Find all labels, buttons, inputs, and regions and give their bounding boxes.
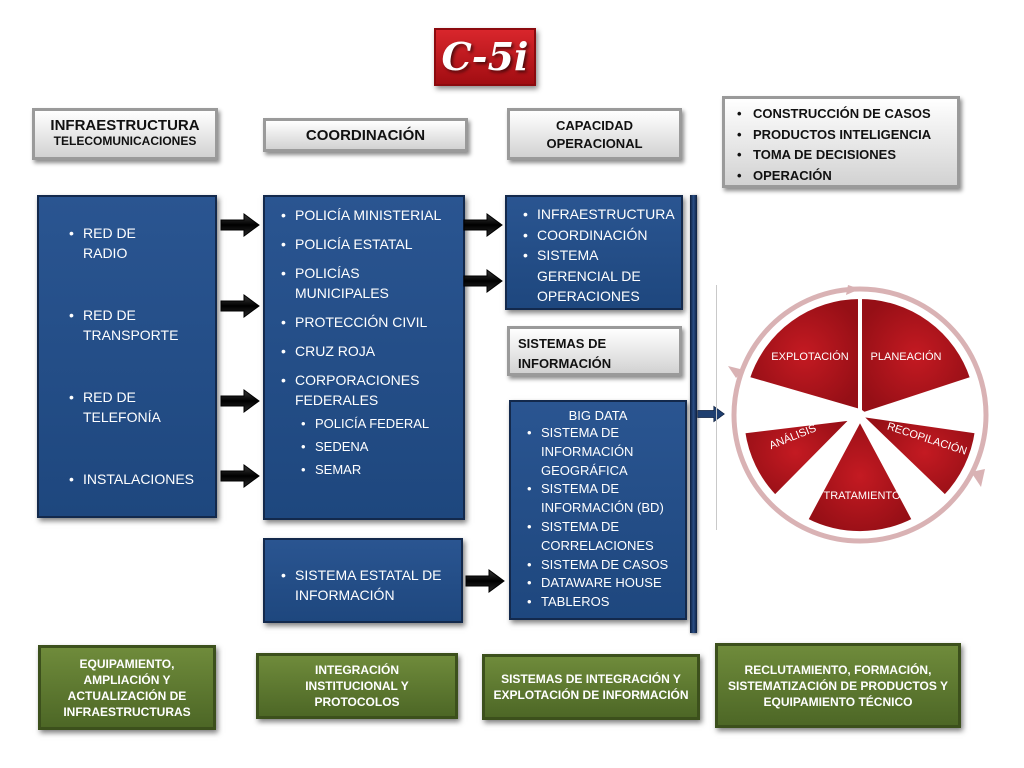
intelligence-cycle: PLANEACIÓN RECOPILACIÓN TRATAMIENTO ANÁL…: [728, 285, 989, 544]
list-item: SISTEMA DE CASOS: [527, 556, 679, 575]
right-arrow-icon: [463, 213, 503, 237]
list-item: SISTEMA DE INFORMACIÓN GEOGRÁFICA: [527, 424, 679, 480]
list-item: •PRODUCTOS INTELIGENCIA: [737, 126, 932, 142]
infraestructura-list: RED DE RADIO RED DE TRANSPORTE RED DE TE…: [69, 223, 205, 489]
right-arrow-icon: [697, 405, 725, 423]
cycle-segment-recopilacion: [859, 413, 980, 500]
capacidad-box: INFRAESTRUCTURA COORDINACIÓN SISTEMA GER…: [505, 195, 683, 310]
cycle-label-planeacion: PLANEACIÓN: [871, 350, 942, 363]
header-capacidad-line1: CAPACIDAD: [555, 118, 634, 133]
capacidad-list: INFRAESTRUCTURA COORDINACIÓN SISTEMA GER…: [523, 204, 675, 307]
page-title: C-5i: [434, 28, 536, 86]
list-item: •OPERACIÓN: [737, 167, 832, 183]
top-right-list: •CONSTRUCCIÓN DE CASOS •PRODUCTOS INTELI…: [722, 96, 960, 188]
list-item: INSTALACIONES: [69, 469, 205, 489]
cycle-segment-analisis: [740, 412, 862, 500]
coordinacion-list: POLICÍA MINISTERIAL POLICÍA ESTATAL POLI…: [281, 205, 455, 410]
list-item: SEMAR: [301, 458, 455, 481]
list-item: POLICÍAS MUNICIPALES: [281, 263, 455, 303]
list-item: SISTEMA DE CORRELACIONES: [527, 518, 679, 556]
header-infraestructura-line2: TELECOMUNICACIONES: [53, 134, 197, 148]
list-item: RED DE TRANSPORTE: [69, 305, 193, 345]
right-arrow-icon: [463, 269, 503, 293]
header-capacidad-line2: OPERACIONAL: [546, 136, 643, 151]
list-item: TABLEROS: [527, 593, 679, 612]
bottom-box-reclutamiento: RECLUTAMIENTO, FORMACIÓN, SISTEMATIZACIÓ…: [715, 643, 961, 728]
bottom-box-integracion: INTEGRACIÓN INSTITUCIONAL Y PROTOCOLOS: [256, 653, 458, 719]
bottom-box-equipamiento: EQUIPAMIENTO, AMPLIACIÓN Y ACTUALIZACIÓN…: [38, 645, 216, 730]
vertical-divider: [690, 195, 697, 633]
list-item: RED DE RADIO: [69, 223, 153, 263]
header-infraestructura: INFRAESTRUCTURA TELECOMUNICACIONES: [32, 108, 218, 160]
bottom-box-reclutamiento-text: RECLUTAMIENTO, FORMACIÓN, SISTEMATIZACIÓ…: [727, 662, 949, 709]
list-item: DATAWARE HOUSE: [527, 574, 679, 593]
big-data-title: BIG DATA: [568, 408, 628, 423]
list-item: RED DE TELEFONÍA: [69, 387, 193, 427]
right-arrow-icon: [465, 569, 505, 593]
cycle-label-explotacion: EXPLOTACIÓN: [771, 350, 848, 363]
top-right-list-items: •CONSTRUCCIÓN DE CASOS •PRODUCTOS INTELI…: [737, 104, 949, 186]
list-item: POLICÍA MINISTERIAL: [281, 205, 455, 225]
header-infraestructura-line1: INFRAESTRUCTURA: [50, 117, 200, 134]
header-sistemas-informacion: SISTEMAS DE INFORMACIÓN: [507, 326, 682, 376]
list-item: CRUZ ROJA: [281, 341, 455, 361]
header-coordinacion-label: COORDINACIÓN: [305, 126, 426, 144]
list-item: POLICÍA FEDERAL: [301, 412, 455, 435]
bottom-box-sistemas: SISTEMAS DE INTEGRACIÓN Y EXPLOTACIÓN DE…: [482, 654, 700, 720]
cycle-segment-planeacion: [858, 294, 975, 417]
list-item: SISTEMA DE INFORMACIÓN (BD): [527, 480, 679, 518]
list-item: SISTEMA ESTATAL DE INFORMACIÓN: [281, 565, 453, 605]
right-arrow-icon: [220, 294, 260, 318]
sistema-estatal-list: SISTEMA ESTATAL DE INFORMACIÓN: [281, 565, 453, 605]
big-data-list: SISTEMA DE INFORMACIÓN GEOGRÁFICA SISTEM…: [527, 424, 679, 612]
header-coordinacion: COORDINACIÓN: [263, 118, 468, 152]
right-arrow-icon: [220, 464, 260, 488]
header-capacidad: CAPACIDAD OPERACIONAL: [507, 108, 682, 160]
cycle-bracket-line: [716, 285, 717, 530]
ring-arrowhead-icon: [728, 366, 744, 378]
list-item: COORDINACIÓN: [523, 225, 675, 246]
sistema-estatal-box: SISTEMA ESTATAL DE INFORMACIÓN: [263, 538, 463, 623]
cycle-segment-tratamiento: [803, 414, 917, 536]
infraestructura-box: RED DE RADIO RED DE TRANSPORTE RED DE TE…: [37, 195, 217, 518]
cycle-segment-explotacion: [745, 294, 862, 414]
bottom-box-equipamiento-text: EQUIPAMIENTO, AMPLIACIÓN Y ACTUALIZACIÓN…: [63, 656, 191, 719]
bottom-box-sistemas-text: SISTEMAS DE INTEGRACIÓN Y EXPLOTACIÓN DE…: [493, 672, 689, 702]
sistemas-informacion-label: SISTEMAS DE INFORMACIÓN: [518, 336, 612, 371]
cycle-label-tratamiento: TRATAMIENTO: [824, 490, 901, 502]
right-arrow-icon: [220, 213, 260, 237]
big-data-box: BIG DATA SISTEMA DE INFORMACIÓN GEOGRÁFI…: [509, 400, 687, 620]
list-item: CORPORACIONES FEDERALES: [281, 370, 455, 410]
list-item: POLICÍA ESTATAL: [281, 234, 455, 254]
coordinacion-box: POLICÍA MINISTERIAL POLICÍA ESTATAL POLI…: [263, 195, 465, 520]
ring-arrowhead-icon: [846, 285, 860, 295]
list-item: SISTEMA GERENCIAL DE OPERACIONES: [523, 245, 675, 307]
coordinacion-sublist: POLICÍA FEDERAL SEDENA SEMAR: [295, 412, 455, 481]
bottom-box-integracion-text: INTEGRACIÓN INSTITUCIONAL Y PROTOCOLOS: [305, 663, 409, 709]
list-item: •TOMA DE DECISIONES: [737, 147, 897, 162]
list-item: INFRAESTRUCTURA: [523, 204, 675, 225]
list-item: PROTECCIÓN CIVIL: [281, 312, 455, 332]
list-item: SEDENA: [301, 435, 455, 458]
list-item: •CONSTRUCCIÓN DE CASOS: [737, 106, 931, 121]
ring-arrowhead-icon: [971, 469, 985, 487]
right-arrow-icon: [220, 389, 260, 413]
